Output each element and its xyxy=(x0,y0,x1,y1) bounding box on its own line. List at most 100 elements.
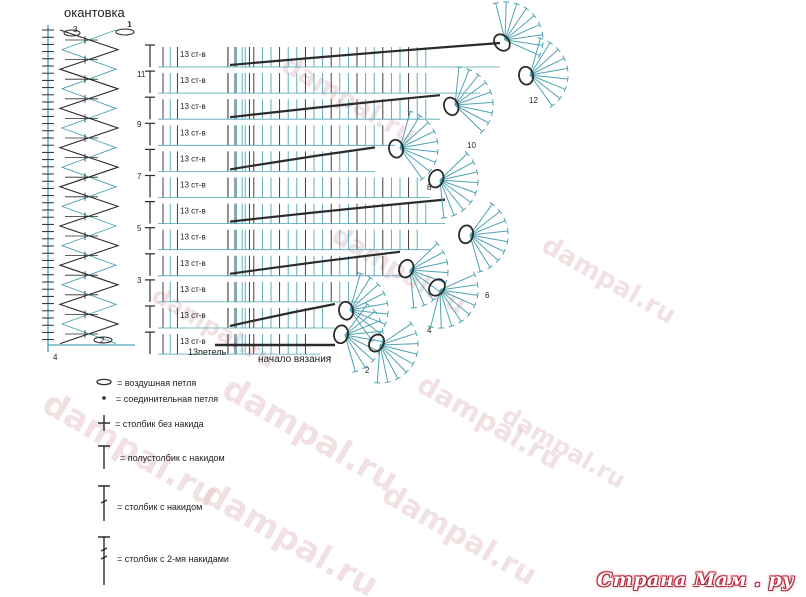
brand-logo: Страна Мам . ру xyxy=(597,569,794,591)
shell-stitch xyxy=(349,292,385,311)
edge-number: 1 xyxy=(127,20,132,29)
row-number: 5 xyxy=(137,224,142,233)
shell-stitch-top xyxy=(432,128,436,135)
shell-stitch xyxy=(529,57,565,76)
shell-stitch-top xyxy=(403,369,409,375)
shell-stitch xyxy=(439,179,476,194)
single-crochet-symbol xyxy=(98,415,110,431)
shell-stitch-top xyxy=(436,148,439,156)
shell-stitch-top xyxy=(566,65,569,72)
shell-base xyxy=(428,278,446,297)
shell-stitch-top xyxy=(417,113,423,118)
shell-stitch xyxy=(409,269,434,301)
shell-stitch xyxy=(439,171,478,181)
shell-stitch xyxy=(529,42,551,76)
shell-stitch xyxy=(454,69,470,106)
shell-stitch xyxy=(349,309,381,334)
shell-stitch-top xyxy=(492,1,499,5)
edge-number: 2 xyxy=(100,336,105,345)
shell-stitch xyxy=(349,309,388,315)
shell-stitch-top xyxy=(475,72,482,78)
edge-zigzag xyxy=(58,29,120,345)
row-number: 7 xyxy=(137,172,142,181)
start-label: начало вязания xyxy=(258,354,331,365)
shell-stitch-top xyxy=(477,270,484,273)
shell-stitch-top xyxy=(476,281,479,288)
shell-stitch-top xyxy=(549,103,555,108)
row-label: 13 ст-в xyxy=(180,285,206,294)
shell-stitch-top xyxy=(502,248,506,255)
shell-motifs xyxy=(333,1,569,384)
shell-stitch xyxy=(439,289,475,306)
shell-stitch xyxy=(454,67,460,106)
shell-stitch-top xyxy=(562,55,566,62)
shell-stitch-top xyxy=(474,190,478,196)
shell-stitch-top xyxy=(446,259,449,266)
shell-stitch-top xyxy=(506,227,509,235)
shell-stitch-top xyxy=(495,257,501,264)
legend-text: = соединительная петля xyxy=(116,394,218,404)
shell-stitch-top xyxy=(537,52,542,59)
shell-stitch xyxy=(469,234,508,243)
shell-motif xyxy=(458,202,509,273)
chain-arc xyxy=(229,146,376,171)
shell-stitch xyxy=(469,234,481,272)
shell-base xyxy=(368,333,385,353)
shell-motif xyxy=(518,37,569,108)
shell-stitch xyxy=(399,147,423,180)
slip-stitch-symbol xyxy=(102,396,106,400)
shell-stitch xyxy=(504,34,543,41)
shell-stitch-top xyxy=(394,376,401,381)
shell-stitch-top xyxy=(427,325,434,329)
shell-stitch xyxy=(344,334,380,353)
shell-stitch-top xyxy=(440,217,447,219)
shell-stitch-top xyxy=(563,86,567,93)
shell-stitch xyxy=(439,161,474,181)
row-label: 13 ст-в xyxy=(180,154,206,163)
motif-number: 2 xyxy=(365,366,370,375)
shell-stitch-top xyxy=(491,109,494,116)
shell-stitch-top xyxy=(433,159,437,166)
shell-stitch xyxy=(469,203,493,236)
shell-stitch xyxy=(409,269,446,284)
shell-stitch xyxy=(409,269,425,306)
shell-stitch-top xyxy=(555,46,561,53)
shell-stitch-top xyxy=(466,311,472,318)
shell-stitch xyxy=(376,344,381,383)
shell-stitch xyxy=(439,179,464,211)
shell-stitch xyxy=(439,289,470,315)
legend-text: = воздушная петля xyxy=(117,378,196,388)
shell-stitch-top xyxy=(476,292,479,299)
shell-stitch xyxy=(409,251,444,271)
row-label: 13 ст-в xyxy=(180,233,206,242)
shell-stitch xyxy=(454,104,489,124)
shell-stitch xyxy=(439,289,453,327)
shell-stitch-top xyxy=(441,249,446,255)
shell-stitch-top xyxy=(538,21,542,28)
shell-stitch-top xyxy=(374,382,381,384)
shell-stitch-top xyxy=(425,119,431,126)
shell-stitch-top xyxy=(383,321,387,328)
edging-column xyxy=(42,25,135,352)
edge-number: 3 xyxy=(73,25,78,34)
shell-base xyxy=(428,168,445,189)
pattern-rows: 13 ст-в13 ст-в13 ст-в13 ст-в13 ст-в13 ст… xyxy=(128,22,501,355)
legend-text: = столбик без накида xyxy=(115,419,204,429)
edge-chain xyxy=(63,29,81,37)
shell-stitch-top xyxy=(506,238,509,245)
shell-stitch xyxy=(529,74,553,107)
shell-stitch xyxy=(439,284,478,291)
shell-stitch xyxy=(529,38,541,76)
shell-stitch-top xyxy=(447,269,449,276)
shell-stitch xyxy=(379,323,412,346)
shell-stitch-top xyxy=(386,310,389,318)
shell-stitch-top xyxy=(489,89,493,95)
shell-stitch xyxy=(529,74,568,80)
shell-stitch xyxy=(409,261,448,271)
shell-stitch-top xyxy=(557,95,563,102)
shell-stitch-top xyxy=(483,79,488,86)
shell-stitch xyxy=(344,330,383,336)
shell-stitch-top xyxy=(460,207,467,213)
shell-stitch xyxy=(344,334,356,372)
